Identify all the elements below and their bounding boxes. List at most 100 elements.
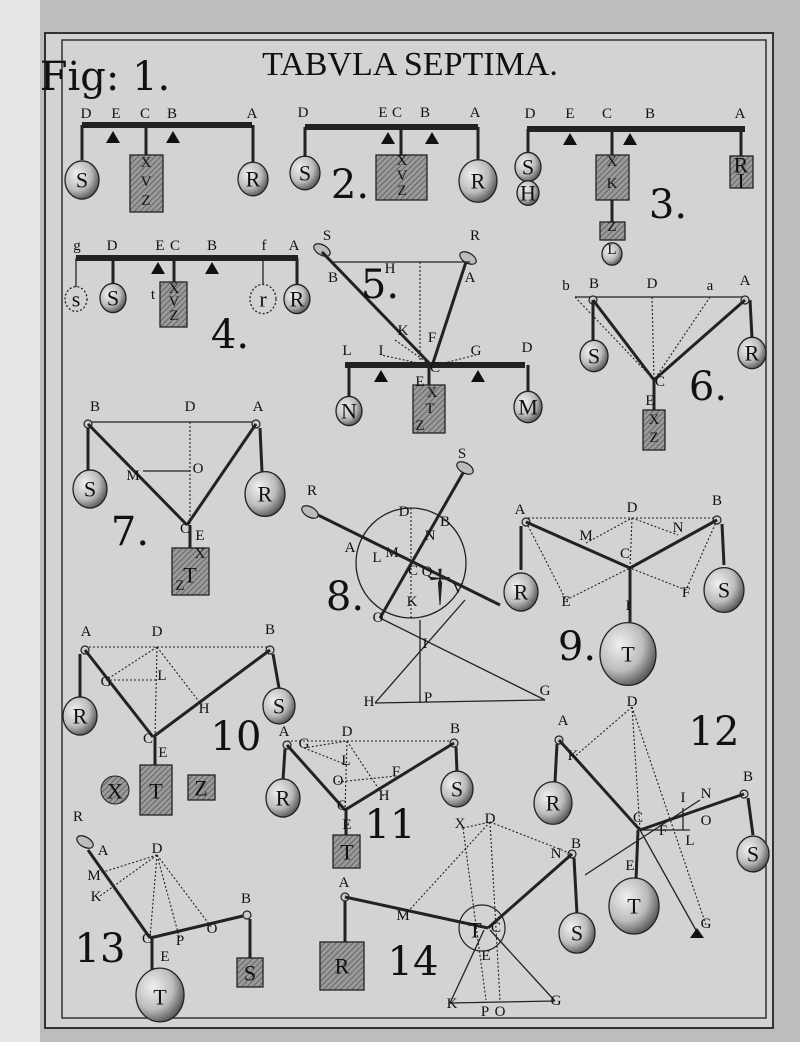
- point-label: C: [655, 374, 665, 390]
- point-label: C: [602, 106, 612, 122]
- point-label: E: [625, 858, 634, 874]
- weight-ball: [237, 161, 269, 197]
- figure-number: 4.: [211, 312, 249, 358]
- point-label: f: [262, 238, 267, 254]
- weight-box: [236, 957, 264, 988]
- point-label: C: [620, 546, 630, 562]
- point-label: Z: [169, 308, 178, 324]
- cord-line: [653, 298, 746, 382]
- point-label: D: [342, 724, 353, 740]
- point-label: L: [372, 550, 381, 566]
- point-label: D: [525, 106, 536, 122]
- weight-box: [139, 764, 173, 816]
- point-label: D: [81, 106, 92, 122]
- cord-line: [634, 829, 640, 881]
- point-label: D: [107, 238, 118, 254]
- point-label: F: [392, 764, 400, 780]
- weight-ball: [283, 283, 311, 315]
- point-label: A: [339, 875, 350, 891]
- weight-ball: [64, 286, 88, 312]
- point-label: Z: [415, 418, 424, 434]
- fulcrum-triangle-icon: [151, 262, 165, 274]
- weight-label: S: [588, 344, 600, 369]
- point-label: g: [73, 238, 81, 254]
- weight-ball: [262, 687, 296, 725]
- cord-line: [374, 699, 546, 704]
- point-label: C: [140, 106, 150, 122]
- dotted-construction-line: [303, 740, 348, 749]
- point-label: C: [337, 798, 347, 814]
- cord-line: [344, 895, 489, 930]
- point-label: C: [392, 105, 402, 121]
- weight-label: R: [335, 954, 350, 979]
- fulcrum-triangle-icon: [381, 132, 395, 144]
- weight-ball: [703, 566, 745, 614]
- cord-line: [317, 513, 501, 607]
- cord-line: [487, 852, 573, 930]
- point-label: L: [342, 343, 351, 359]
- point-label: M: [385, 545, 398, 561]
- point-label: H: [364, 694, 375, 710]
- point-label: Q: [422, 564, 433, 580]
- point-label: A: [98, 843, 109, 859]
- point-label: K: [407, 594, 418, 610]
- weight-box: [642, 409, 666, 451]
- weight-label: T: [627, 894, 641, 919]
- point-label: C: [408, 563, 418, 579]
- cord-line: [591, 299, 656, 381]
- dotted-construction-line: [653, 296, 711, 381]
- point-label: t: [151, 287, 156, 303]
- weight-ball: [100, 775, 130, 805]
- cord-line: [285, 744, 347, 811]
- weight-box: [187, 774, 216, 801]
- point-label: A: [558, 713, 569, 729]
- weight-label: R: [246, 167, 261, 192]
- point-label: E: [565, 106, 574, 122]
- dotted-construction-line: [154, 646, 158, 738]
- point-label: H: [379, 788, 390, 804]
- weight-ball: [440, 770, 474, 808]
- weight-label: N: [341, 399, 357, 424]
- point-label: M: [87, 868, 100, 884]
- weight-ball: [72, 469, 108, 509]
- cord-line: [639, 829, 698, 933]
- point-label: B: [265, 622, 275, 638]
- dotted-construction-line: [651, 296, 655, 381]
- dotted-construction-line: [344, 740, 348, 811]
- weight-label: R: [734, 153, 749, 178]
- cord-line: [281, 748, 287, 781]
- point-label: V: [141, 174, 152, 190]
- figure-number: 7.: [111, 509, 149, 555]
- fulcrum-triangle-icon: [563, 133, 577, 145]
- point-label: S: [458, 446, 466, 462]
- weight-label: T: [621, 642, 635, 667]
- dotted-construction-line: [685, 519, 718, 591]
- point-label: L: [607, 242, 616, 258]
- point-label: B: [440, 514, 450, 530]
- dotted-construction-line: [462, 827, 487, 1001]
- weight-ball: [533, 781, 573, 825]
- weight-label: T: [153, 985, 167, 1010]
- point-label: B: [420, 105, 430, 121]
- pulley-icon: [242, 910, 252, 920]
- fulcrum-triangle-icon: [205, 262, 219, 274]
- point-label: R: [307, 483, 317, 499]
- weight-label: R: [276, 786, 291, 811]
- weight-ball: [558, 912, 596, 954]
- cord-line: [746, 797, 755, 836]
- dotted-construction-line: [394, 339, 433, 367]
- weight-label: T: [183, 563, 197, 588]
- point-label: F: [682, 585, 690, 601]
- dotted-construction-line: [574, 296, 655, 381]
- point-label: C: [170, 238, 180, 254]
- point-label: A: [735, 106, 746, 122]
- point-label: G: [101, 674, 112, 690]
- point-label: B: [743, 769, 753, 785]
- point-label: B: [241, 891, 251, 907]
- figure-number: 2.: [331, 162, 369, 208]
- point-label: G: [701, 916, 712, 932]
